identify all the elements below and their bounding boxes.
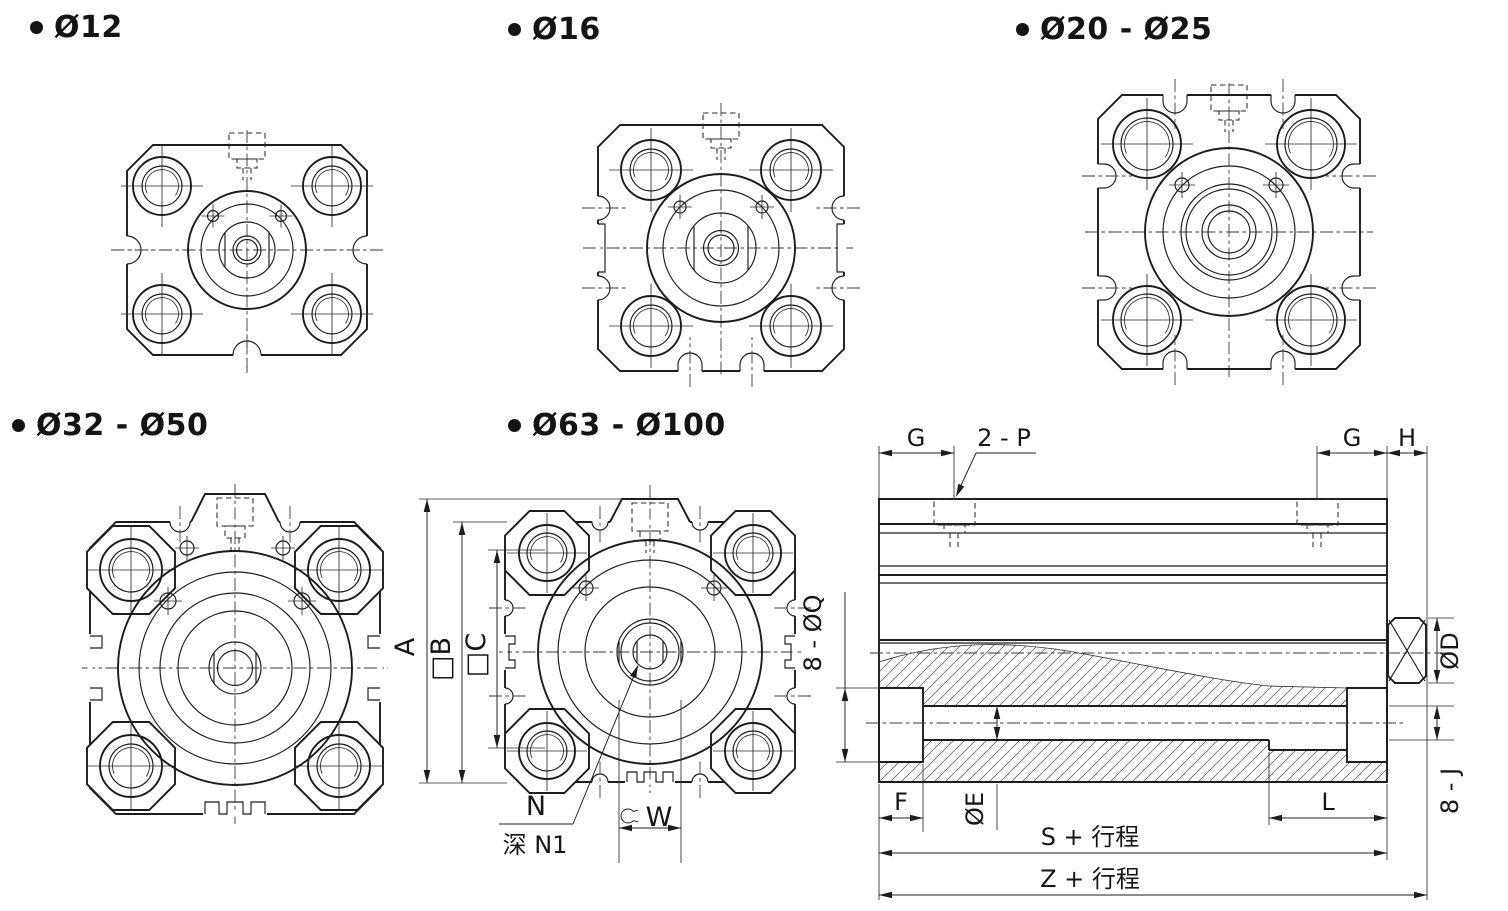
bullet-icon bbox=[30, 21, 43, 34]
bullet-icon bbox=[12, 419, 25, 432]
dim-label-j: 8 - J bbox=[1436, 768, 1464, 814]
dim-label-h: H bbox=[1398, 424, 1416, 452]
front-view-o20-o25 bbox=[1082, 79, 1376, 385]
dim-label-f: F bbox=[894, 788, 908, 816]
bullet-icon bbox=[508, 23, 521, 36]
front-view-o16-geometry bbox=[582, 103, 860, 387]
dim-label-g1: G bbox=[907, 424, 926, 452]
front-view-dimensions: A □B□C N 深 N1 W bbox=[390, 498, 682, 863]
dim-label-c: □C bbox=[461, 633, 492, 677]
dim-label-w: W bbox=[646, 802, 673, 833]
dim-label-a: A bbox=[390, 637, 421, 656]
section-title-o32-o50: Ø32 - Ø50 bbox=[12, 408, 208, 443]
front-view-o63-o100: A □B□C N 深 N1 W bbox=[390, 485, 811, 863]
section-geometry bbox=[866, 498, 1448, 783]
front-view-o20-o25-geometry bbox=[1082, 79, 1376, 385]
dim-label-b: □B bbox=[426, 637, 457, 681]
dim-label-s: S + 行程 bbox=[1041, 823, 1140, 851]
dim-label-g2: G bbox=[1343, 424, 1362, 452]
dim-label-l: L bbox=[1321, 788, 1335, 816]
section-title-o63-o100: Ø63 - Ø100 bbox=[508, 408, 726, 443]
front-view-o63-o100-geometry bbox=[489, 485, 811, 798]
section-title-label: Ø16 bbox=[532, 12, 601, 47]
front-view-o12-geometry bbox=[111, 130, 383, 373]
dim-label-z: Z + 行程 bbox=[1040, 865, 1140, 893]
front-view-o12 bbox=[111, 130, 383, 373]
section-title-o12: Ø12 bbox=[30, 10, 123, 45]
dim-label-d: ØD bbox=[1436, 632, 1464, 669]
dim-label-n1: 深 N1 bbox=[503, 831, 568, 859]
front-view-o16 bbox=[582, 103, 860, 387]
bullet-icon bbox=[1016, 23, 1029, 36]
front-view-o32-o50 bbox=[82, 484, 388, 824]
section-title-o20-o25: Ø20 - Ø25 bbox=[1016, 12, 1212, 47]
dim-label-n: N bbox=[526, 791, 546, 822]
section-title-label: Ø63 - Ø100 bbox=[532, 408, 726, 443]
section-view: G G H 2 - P 8 - ØQ ØD 8 - J F ØE L S + 行程 Z + 行程 bbox=[799, 424, 1464, 900]
section-title-label: Ø20 - Ø25 bbox=[1040, 12, 1213, 47]
front-view-o32-o50-geometry bbox=[82, 484, 388, 824]
dim-label-q: 8 - ØQ bbox=[799, 595, 827, 672]
dim-label-e: ØE bbox=[961, 792, 989, 826]
section-title-label: Ø12 bbox=[54, 10, 123, 45]
section-dimensions: G G H 2 - P 8 - ØQ ØD 8 - J F ØE L S + 行程 Z + 行程 bbox=[799, 424, 1464, 900]
dim-label-p: 2 - P bbox=[977, 424, 1031, 452]
section-title-label: Ø32 - Ø50 bbox=[36, 408, 209, 443]
section-title-o16: Ø16 bbox=[508, 12, 601, 47]
bullet-icon bbox=[508, 419, 521, 432]
